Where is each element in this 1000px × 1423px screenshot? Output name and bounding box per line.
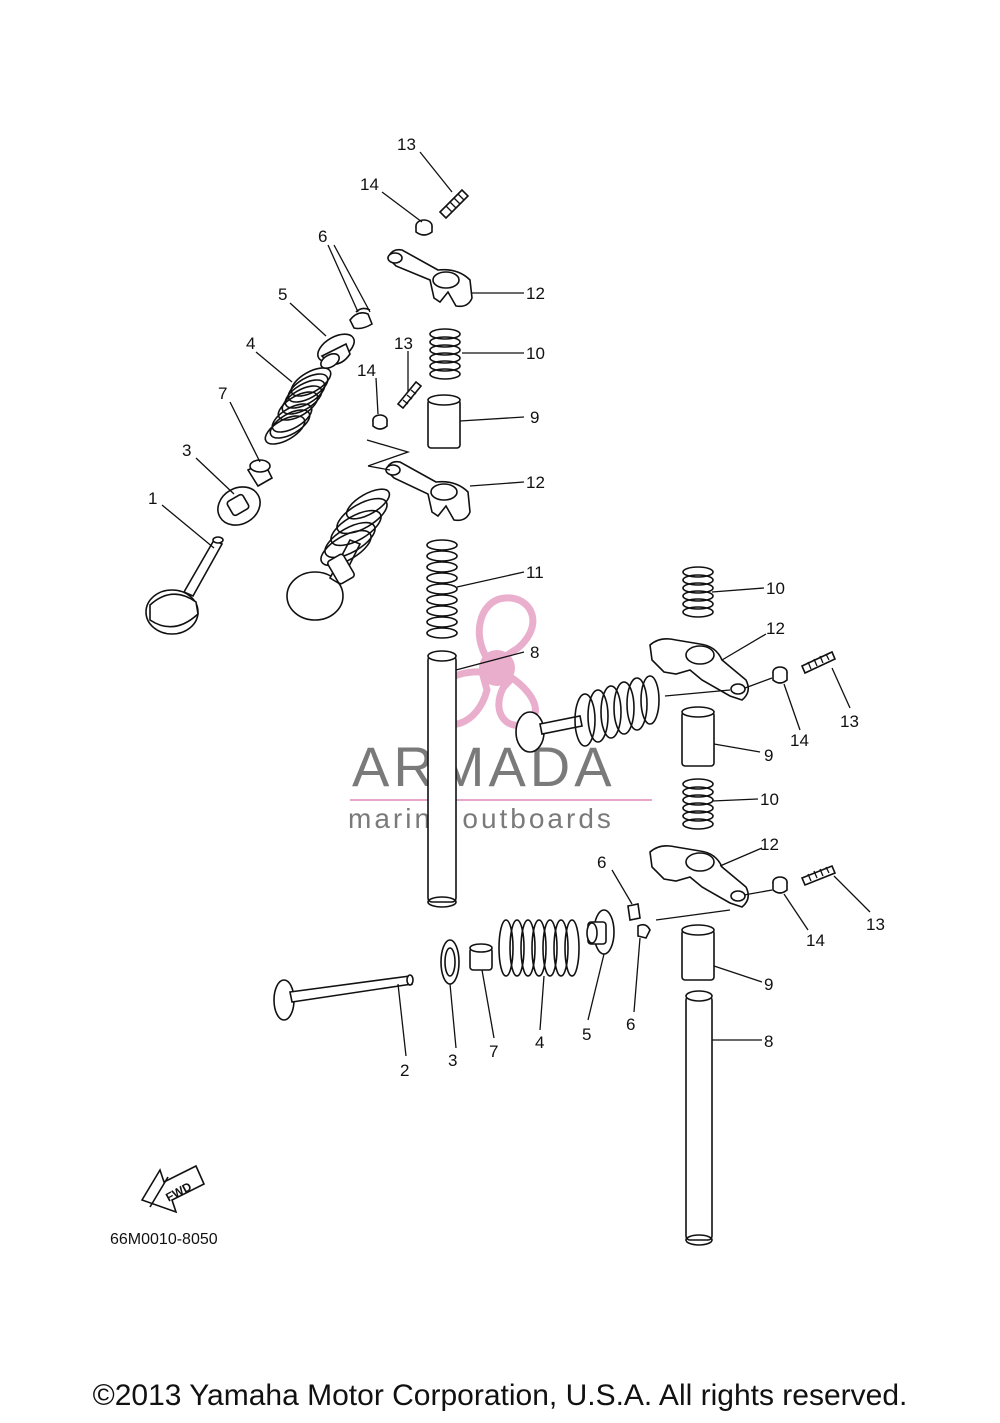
part-4-valve-spring-lower — [498, 919, 580, 977]
part-10-spring-mid — [429, 328, 461, 380]
callout-4: 4 — [535, 1033, 544, 1052]
callout-6: 6 — [318, 227, 327, 246]
diagram-part-code: 66M0010-8050 — [110, 1231, 218, 1248]
part-9-bushing-right-lower — [681, 924, 715, 981]
callout-6: 6 — [626, 1015, 635, 1034]
callout-14: 14 — [790, 731, 809, 750]
callout-13: 13 — [394, 334, 413, 353]
callout-9: 9 — [530, 408, 539, 427]
callout-14: 14 — [360, 175, 379, 194]
callout-11: 11 — [526, 563, 544, 582]
part-11-spring — [426, 539, 458, 639]
part-9-bushing-mid — [427, 394, 461, 449]
callout-12: 12 — [526, 284, 545, 303]
callout-14: 14 — [806, 931, 825, 950]
callout-12: 12 — [526, 473, 545, 492]
part-3-washer — [217, 486, 261, 526]
callout-13: 13 — [397, 135, 416, 154]
part-10-spring-right-mid — [682, 778, 714, 830]
part-8-push-rod-lower — [685, 990, 713, 1246]
part-10-spring-right-top — [682, 566, 714, 618]
callout-5: 5 — [582, 1025, 591, 1044]
callout-12: 12 — [760, 835, 779, 854]
callout-3: 3 — [182, 441, 191, 460]
part-14-nut-right-lower — [772, 876, 788, 894]
callout-3: 3 — [448, 1051, 457, 1070]
part-1-valve — [145, 536, 224, 635]
callout-12: 12 — [766, 619, 785, 638]
callout-10: 10 — [766, 579, 785, 598]
part-12-rocker-arm-top — [387, 248, 473, 308]
copyright-notice: ©2013 Yamaha Motor Corporation, U.S.A. A… — [93, 1379, 908, 1412]
part-5-spring-retainer — [317, 333, 355, 370]
part-12-rocker-arm-mid — [385, 460, 471, 522]
callout-7: 7 — [218, 384, 227, 403]
part-6-valve-cotters — [349, 307, 373, 330]
callout-labels: 1 3 7 4 5 6 14 13 12 10 13 14 9 12 11 8 … — [148, 135, 885, 1080]
fwd-arrow: FWD — [140, 1164, 206, 1214]
part-13-adjusting-screw-right-top — [800, 650, 837, 675]
part-4-valve-spring — [264, 367, 332, 445]
callout-1: 1 — [148, 489, 157, 508]
part-14-nut-top — [415, 219, 433, 236]
callout-13: 13 — [840, 712, 859, 731]
right-assembly-parts — [273, 566, 837, 1246]
part-13-adjusting-screw-mid — [396, 380, 423, 410]
part-12-rocker-arm-right-lower — [649, 845, 750, 908]
part-3-washer-lower — [440, 939, 460, 985]
part-12-rocker-arm-right-top — [649, 638, 750, 701]
callout-9: 9 — [764, 746, 773, 765]
part-13-adjusting-screw-right-lower — [800, 864, 837, 887]
part-13-adjusting-screw-top — [438, 188, 470, 220]
part-9-bushing-right-mid — [681, 706, 715, 767]
callout-4: 4 — [246, 334, 255, 353]
callout-13: 13 — [866, 915, 885, 934]
callout-6: 6 — [597, 853, 606, 872]
part-7-valve-seal-lower — [469, 943, 493, 971]
part-14-nut-mid — [372, 414, 388, 430]
callout-7: 7 — [489, 1042, 498, 1061]
part-2-valve — [273, 974, 414, 1021]
watermark-title: ARMADA — [352, 735, 616, 798]
callout-8: 8 — [530, 643, 539, 662]
callout-10: 10 — [760, 790, 779, 809]
part-14-nut-right-top — [772, 666, 788, 684]
callout-2: 2 — [400, 1061, 409, 1080]
assembled-valve-right — [515, 675, 660, 753]
callout-10: 10 — [526, 344, 545, 363]
part-7-valve-seal — [246, 459, 274, 488]
callout-5: 5 — [278, 285, 287, 304]
callout-8: 8 — [764, 1032, 773, 1051]
part-8-push-rod-upper — [427, 650, 457, 908]
upper-assembly-parts — [145, 188, 473, 908]
watermark-subtitle: marine outboards — [348, 803, 614, 834]
callout-14: 14 — [357, 361, 376, 380]
armada-watermark: ARMADA marine outboards — [348, 594, 652, 834]
leader-lines — [161, 151, 871, 1057]
callout-9: 9 — [764, 975, 773, 994]
part-6-valve-cotters-lower — [627, 903, 651, 939]
assembled-valve-upper — [286, 488, 391, 621]
part-5-spring-retainer-lower — [586, 909, 615, 955]
